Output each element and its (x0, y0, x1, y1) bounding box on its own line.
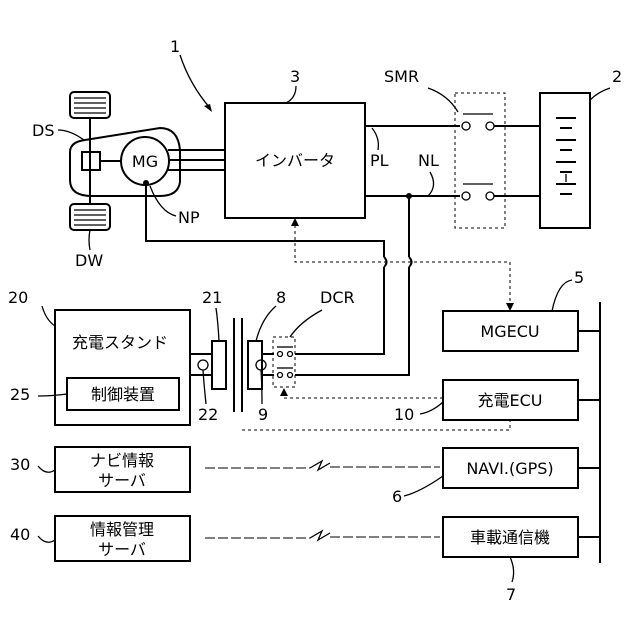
ref-nl: NL (418, 151, 439, 170)
inlet-8 (248, 341, 262, 389)
ref-9: 9 (258, 405, 268, 424)
inverter-label: インバータ (255, 151, 335, 170)
ref-np: NP (178, 208, 200, 227)
ref-smr: SMR (384, 67, 419, 86)
sensor-22 (198, 360, 208, 370)
wireless-link-navi (205, 461, 440, 470)
ref-20: 20 (8, 288, 28, 307)
ref-dcr: DCR (320, 288, 355, 307)
battery-box (540, 93, 590, 228)
navi-label: NAVI.(GPS) (466, 459, 553, 478)
ref-pl: PL (370, 151, 389, 170)
mgecu-label: MGECU (480, 322, 539, 341)
ref-7: 7 (506, 585, 516, 604)
charge-stand-label: 充電スタンド (72, 333, 168, 352)
navi-server-label-2: サーバ (98, 471, 146, 490)
ref-ds: DS (32, 121, 54, 140)
rear-wheel (70, 204, 110, 230)
mg-label: MG (132, 152, 158, 171)
ref-8: 8 (276, 288, 286, 307)
connector-21 (212, 341, 226, 389)
navi-server-label-1: ナビ情報 (90, 451, 154, 470)
smr-box (455, 93, 505, 228)
vehicle-outline (70, 128, 180, 196)
ref-3: 3 (290, 67, 300, 86)
charge-stand-box (55, 310, 190, 425)
ref-1: 1 (170, 37, 180, 56)
comm-label: 車載通信機 (470, 528, 550, 547)
controller-label: 制御装置 (91, 385, 155, 404)
info-server-label-1: 情報管理 (90, 520, 154, 539)
wireless-link-info (205, 531, 440, 540)
dcr-box (273, 337, 295, 387)
ref-21: 21 (202, 288, 222, 307)
ref-10: 10 (394, 405, 414, 424)
front-wheel (70, 92, 110, 118)
info-server-label-2: サーバ (98, 540, 146, 559)
ref-22: 22 (198, 405, 218, 424)
ref-2: 2 (612, 67, 622, 86)
ref-25: 25 (10, 385, 30, 404)
ref-6: 6 (392, 487, 402, 506)
charge-ecu-label: 充電ECU (478, 391, 543, 410)
ref-5: 5 (574, 268, 584, 287)
ref-dw: DW (75, 251, 103, 270)
battery-cells (556, 118, 576, 194)
ref-40: 40 (10, 525, 30, 544)
ref-30: 30 (10, 455, 30, 474)
